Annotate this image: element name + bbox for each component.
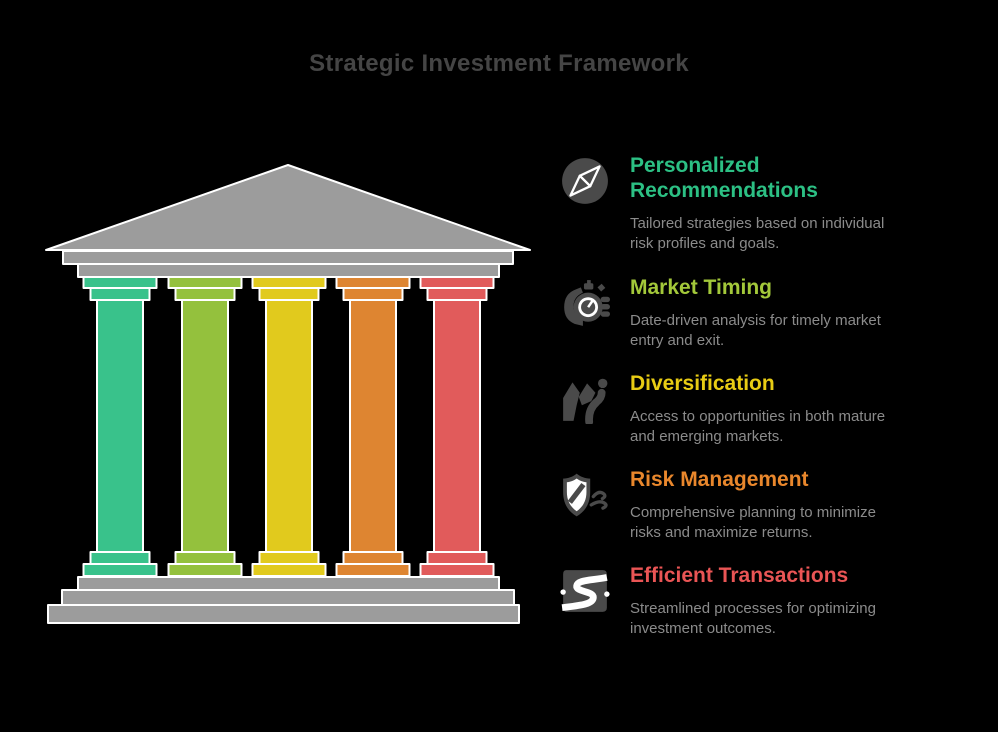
pillar-2 — [167, 276, 243, 577]
feature-efficient-transactions: Efficient Transactions Streamlined proce… — [560, 562, 876, 638]
feature-description: Streamlined processes for optimizing inv… — [630, 600, 876, 637]
feature-personalized-recommendations: Personalized Recommendations Tailored st… — [560, 152, 884, 253]
pillar-5 — [419, 276, 495, 577]
mountain-path-icon — [560, 370, 616, 446]
winding-road-icon — [560, 562, 616, 638]
feature-description: Comprehensive planning to minimize risks… — [630, 504, 876, 541]
pillar-1 — [82, 276, 158, 577]
temple — [45, 164, 531, 624]
feature-diversification: Diversification Access to opportunities … — [560, 370, 885, 446]
temple-base — [47, 576, 520, 624]
stopwatch-hand-icon — [560, 274, 616, 350]
temple-step-1 — [77, 576, 500, 591]
temple-roof — [45, 164, 531, 278]
feature-description: Date-driven analysis for timely market e… — [630, 312, 881, 349]
temple-illustration — [45, 164, 531, 624]
temple-entablature-lower — [77, 263, 500, 278]
feature-market-timing: Market Timing Date-driven analysis for t… — [560, 274, 881, 350]
compass-icon — [560, 152, 616, 253]
feature-risk-management: Risk Management Comprehensive planning t… — [560, 466, 876, 542]
feature-description: Tailored strategies based on individual … — [630, 215, 885, 252]
temple-entablature-upper — [62, 250, 514, 265]
shield-wind-icon — [560, 466, 616, 542]
feature-heading: Personalized Recommendations — [630, 154, 818, 202]
feature-heading: Efficient Transactions — [630, 564, 849, 587]
pillar-3 — [251, 276, 327, 577]
pillar-4 — [335, 276, 411, 577]
feature-description: Access to opportunities in both mature a… — [630, 408, 886, 445]
page-title: Strategic Investment Framework — [309, 50, 689, 77]
temple-step-3 — [47, 604, 520, 624]
feature-heading: Market Timing — [630, 276, 772, 299]
temple-step-2 — [61, 589, 515, 606]
feature-heading: Risk Management — [630, 468, 809, 491]
feature-heading: Diversification — [630, 372, 775, 395]
temple-pediment — [45, 164, 531, 251]
